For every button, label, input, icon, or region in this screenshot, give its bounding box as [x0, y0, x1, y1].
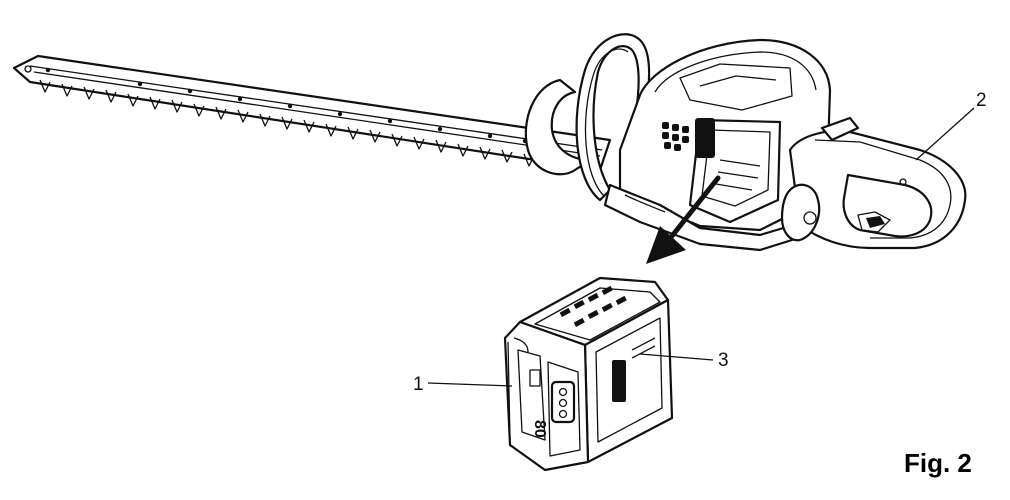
removal-arrow [646, 175, 721, 264]
hedge-trimmer-illustration [12, 33, 967, 264]
hand-guard [524, 78, 592, 176]
callout-2: 2 [915, 90, 987, 161]
callout-3: 3 [639, 350, 729, 371]
callout-2-number: 2 [976, 90, 987, 111]
callout-3-number: 3 [718, 350, 729, 371]
battery-pack-illustration: 80 [503, 276, 674, 472]
battery-voltage-marking: 80 [531, 420, 548, 438]
figure-caption: Fig. 2 [904, 448, 972, 478]
rear-handle [780, 116, 967, 250]
callout-1-number: 1 [413, 374, 424, 395]
blade-bar [12, 54, 612, 172]
callout-1: 1 [413, 374, 513, 395]
motor-housing [603, 38, 832, 252]
